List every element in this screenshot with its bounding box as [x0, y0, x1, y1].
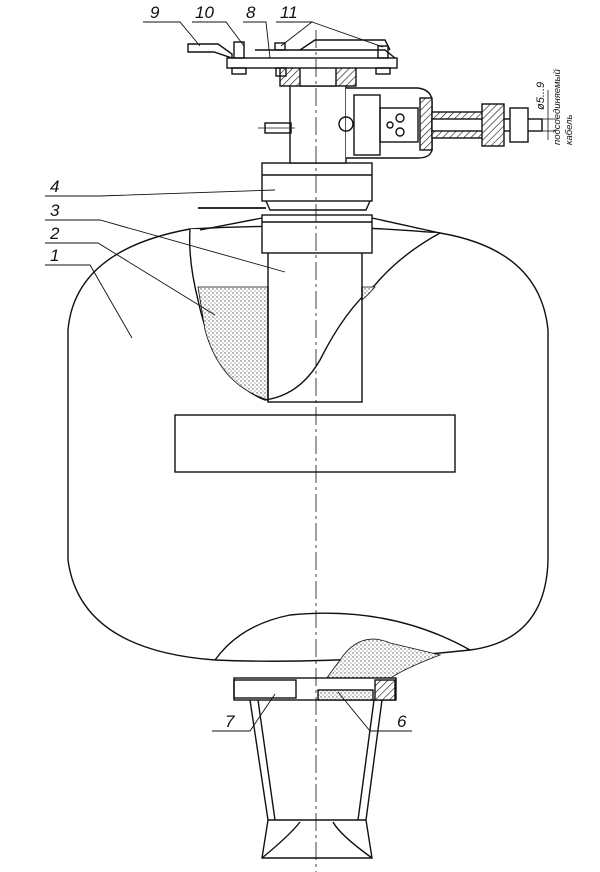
nameplate-area [174, 414, 456, 473]
head-pipe [289, 84, 347, 164]
powder-fill-upper [197, 286, 269, 401]
cable-label-line2: кабель [564, 115, 575, 145]
lever [187, 43, 233, 59]
callout-2: 2 [49, 224, 60, 243]
callout-6: 6 [397, 712, 407, 731]
callout-7: 7 [225, 712, 235, 731]
callout-10: 10 [195, 3, 214, 22]
flange-plate [226, 57, 398, 69]
cable-diameter: ø5...9 [535, 82, 547, 110]
head-body [261, 162, 373, 202]
actuator-housing [346, 87, 433, 159]
callout-3: 3 [50, 201, 60, 220]
callout-1: 1 [50, 246, 59, 265]
callout-9: 9 [150, 3, 160, 22]
callout-4: 4 [50, 177, 59, 196]
callout-8: 8 [246, 3, 256, 22]
callout-11: 11 [280, 3, 298, 22]
cable-label-line1: подсоединяемый [552, 69, 563, 145]
spray-nozzle [249, 699, 383, 859]
neck [261, 214, 373, 254]
